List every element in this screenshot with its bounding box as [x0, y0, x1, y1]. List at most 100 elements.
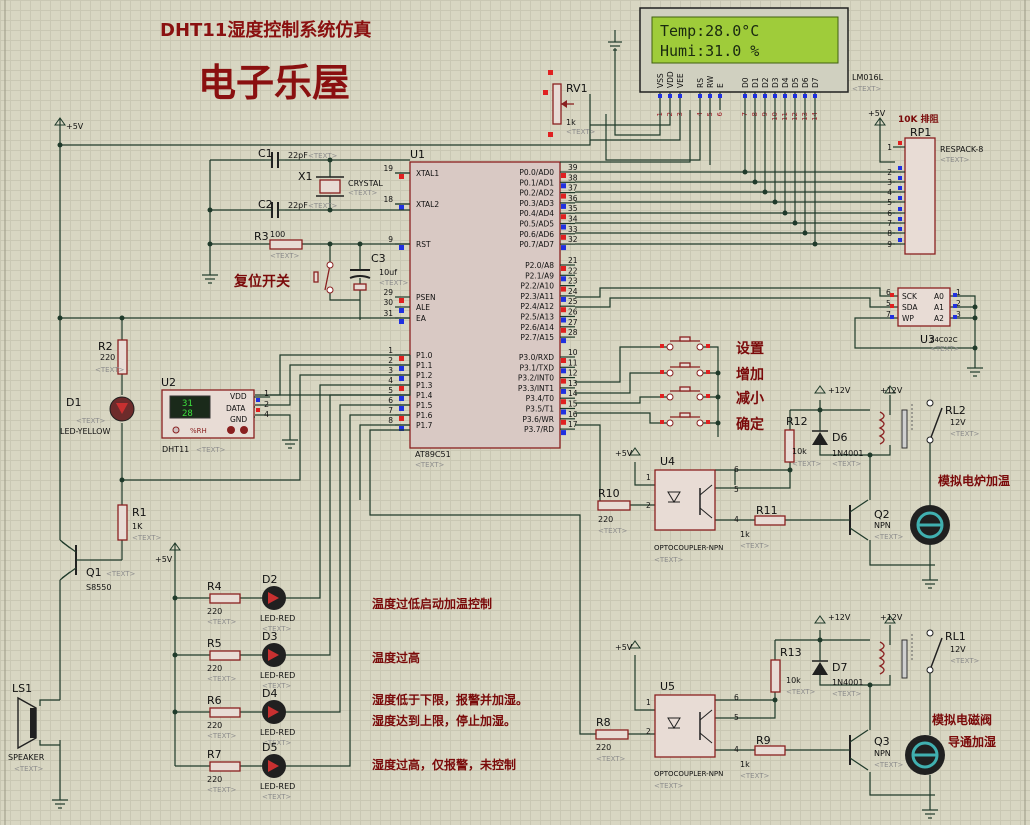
mcu-left-pin-state	[399, 356, 404, 361]
r10-resistor: R10 220 <TEXT>	[597, 487, 631, 535]
lcd-pin-name: D7	[811, 77, 820, 88]
d6-ref: D6	[832, 431, 847, 444]
r13-value: 10k	[786, 676, 801, 685]
lcd-pin-name: D2	[761, 77, 770, 88]
lcd-line1: Temp:28.0°C	[660, 22, 759, 40]
reset-switch[interactable]: 复位开关	[233, 261, 334, 294]
u3-right-pin-num: 2	[956, 299, 961, 308]
mcu-right-pin-num: 33	[568, 225, 578, 234]
brand-title: 电子乐屋	[198, 60, 350, 105]
u4-part: OPTOCOUPLER-NPN	[654, 544, 723, 552]
d7-diode: D7 1N4001 <TEXT>	[812, 640, 863, 698]
r8-text: <TEXT>	[596, 755, 626, 763]
led-resistor-value: 220	[207, 775, 222, 784]
ls1-text: <TEXT>	[14, 765, 44, 773]
u2-dht11[interactable]: 31 28 %RH U2 DHT11 <TEXT> VDD DATA GND 1…	[161, 376, 270, 454]
q3-part: NPN	[874, 749, 891, 758]
rp1-pin-num: 2	[887, 168, 892, 177]
u2-pin-gnd: GND	[230, 415, 247, 424]
rp1-pin-state	[898, 217, 902, 221]
rv1-potentiometer[interactable]: RV1 1k <TEXT>	[543, 70, 596, 137]
mcu-right-pin-name: P0.1/AD1	[519, 178, 554, 187]
rp1-pin-state	[898, 186, 902, 190]
mcu-right-pin-state	[561, 317, 566, 323]
u2-part: DHT11	[162, 445, 189, 454]
u2-pin2: 2	[264, 400, 269, 409]
led-resistor	[209, 650, 241, 661]
mcu-left-pin-name: ALE	[416, 303, 430, 312]
u5-part: OPTOCOUPLER-NPN	[654, 770, 723, 778]
mcu-right-pin-num: 15	[568, 400, 578, 409]
r11-value: 1k	[740, 530, 750, 539]
d7-text: <TEXT>	[832, 690, 862, 698]
q3-ref: Q3	[874, 735, 890, 748]
r10-text: <TEXT>	[598, 527, 628, 535]
mcu-left-pin-num: 5	[388, 386, 393, 395]
mcu-right-pin-num: 38	[568, 173, 578, 182]
push-button[interactable]: 设置	[660, 336, 764, 357]
mcu-left-pin-state	[399, 174, 404, 179]
mcu-right-pin-name: P3.7/RD	[524, 425, 554, 434]
u5-ref: U5	[660, 680, 675, 693]
ls1-part: SPEAKER	[8, 753, 45, 762]
mcu-left-pin-num: 2	[388, 356, 393, 365]
c2-text: <TEXT>	[308, 202, 338, 210]
led-resistor	[209, 707, 241, 718]
r9-resistor: R9 1k <TEXT>	[740, 734, 786, 780]
button-label: 确定	[736, 416, 764, 433]
rp1-pin-state	[898, 196, 902, 200]
lcd-pin-state	[743, 94, 747, 98]
push-button[interactable]: 减小	[660, 386, 764, 407]
r10-ref: R10	[598, 487, 620, 500]
mcu-left-pin-state	[399, 366, 404, 371]
mcu-left-pin-num: 4	[388, 376, 393, 385]
led-ref: D5	[262, 741, 277, 754]
led-resistor-ref: R4	[207, 580, 222, 593]
button-state	[706, 344, 710, 348]
mcu-right-pin-state	[561, 234, 566, 240]
svg-text:4: 4	[734, 515, 739, 524]
svg-text:6: 6	[734, 693, 739, 702]
button-state	[660, 394, 664, 398]
svg-text:4: 4	[734, 745, 739, 754]
r3-value: 100	[270, 230, 285, 239]
dht11-humidity: 31	[182, 399, 193, 409]
button-contact-left	[666, 419, 674, 427]
mcu-right-pin-state	[561, 368, 566, 374]
r12-value: 10k	[792, 447, 807, 456]
mcu-u1: U1 AT89C51 <TEXT> XTAL119XTAL218RST9PSEN…	[383, 148, 577, 469]
note-heater: 模拟电炉加温	[938, 473, 1010, 488]
button-label: 增加	[736, 366, 764, 383]
rl1-ref: RL1	[945, 630, 966, 643]
u3-right-pin-name: A2	[934, 314, 944, 323]
mcu-left-pin-state	[399, 396, 404, 401]
led-triangle	[268, 706, 279, 718]
mcu-right-pin-num: 14	[568, 389, 578, 398]
mcu-right-pin-name: P3.6/WR	[522, 415, 554, 424]
push-button[interactable]: 增加	[660, 362, 764, 383]
u3-left-pin-state	[890, 293, 894, 297]
supply-5v-1: +5V	[66, 122, 84, 131]
mcu-left-pin-num: 31	[383, 309, 393, 318]
mcu-right-pin-num: 26	[568, 308, 578, 317]
mcu-right-pin-name: P0.4/AD4	[519, 209, 554, 218]
note-led3b: 湿度达到上限，停止加湿。	[372, 713, 516, 728]
led-part: LED-RED	[260, 614, 295, 623]
mcu-right-pin-state	[561, 224, 566, 230]
q3-transistor: Q3 NPN <TEXT>	[845, 729, 904, 771]
u3-part: 24C02C	[930, 336, 958, 344]
u3-left-pin-num: 7	[886, 310, 891, 319]
push-button[interactable]: 确定	[660, 412, 764, 433]
lcd-pin-name: E	[716, 83, 725, 88]
r11-resistor: R11 1k <TEXT>	[740, 504, 786, 550]
svg-text:2: 2	[646, 501, 651, 510]
mcu-left-pin-name: PSEN	[416, 293, 436, 302]
rp1-pin-state	[898, 207, 902, 211]
mcu-right-pin-name: P0.7/AD7	[519, 240, 554, 249]
mcu-right-pin-state	[561, 399, 566, 405]
button-cap	[679, 386, 691, 392]
mcu-left-pin-state	[399, 406, 404, 411]
